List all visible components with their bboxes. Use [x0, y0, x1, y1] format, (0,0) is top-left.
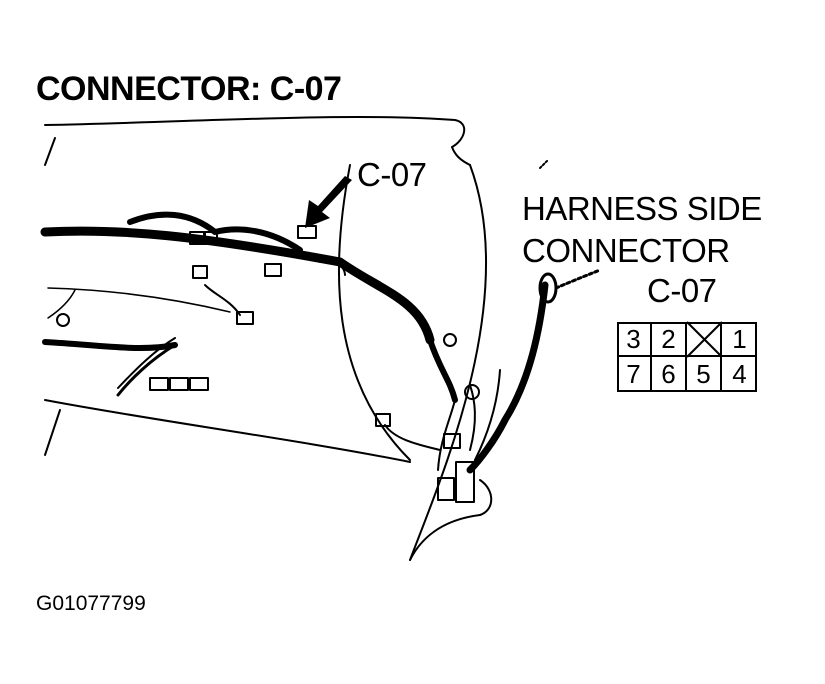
pin-cell: 1 [722, 322, 757, 357]
harness-label-line2: CONNECTOR [522, 232, 730, 269]
unused-pin-mark [686, 321, 723, 358]
figure-code: G01077799 [36, 592, 146, 615]
pin-cell: 7 [617, 357, 652, 392]
pin-cell: 4 [732, 359, 747, 389]
diagram-title: CONNECTOR: C-07 [36, 70, 342, 108]
harness-connector-id: C-07 [647, 272, 717, 309]
pin-cell: 6 [652, 357, 687, 392]
callout-label: C-07 [357, 156, 427, 193]
harness-label-line1: HARNESS SIDE [522, 190, 762, 227]
pin-cell-blank [687, 322, 722, 357]
pin-cell: 5 [687, 357, 722, 392]
pin-cell: 2 [652, 322, 687, 357]
connector-pin-diagram: 3 2 1 7 6 5 4 [617, 322, 757, 392]
callout-arrow [305, 176, 352, 228]
pin-cell: 3 [617, 322, 652, 357]
